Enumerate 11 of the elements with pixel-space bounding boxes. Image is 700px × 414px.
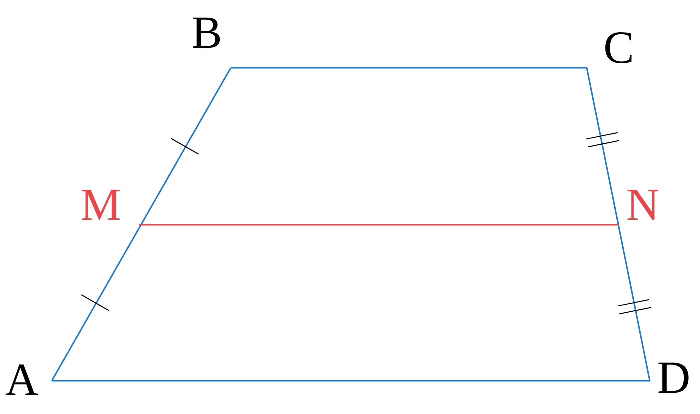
point-label: D <box>658 362 689 394</box>
side-line <box>586 68 651 382</box>
side-line <box>52 380 650 382</box>
point-label: C <box>606 32 632 64</box>
side-line <box>51 68 232 382</box>
point-label: B <box>192 18 220 48</box>
point-label: M <box>82 190 120 220</box>
midline <box>139 224 619 226</box>
point-label: A <box>6 364 38 396</box>
point-label: N <box>628 190 659 220</box>
side-line <box>231 67 587 69</box>
